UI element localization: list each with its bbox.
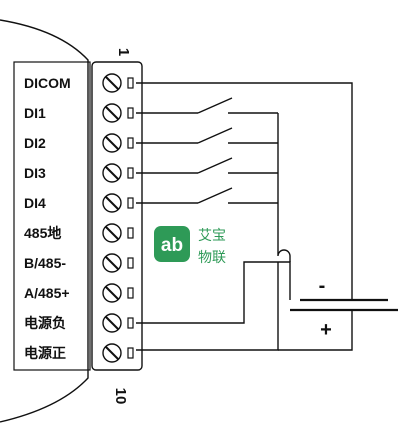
terminal-number-last: 10 [112,388,129,405]
watermark-line1: 艾宝 [198,228,226,244]
terminal-screw-slot-4 [105,166,119,180]
switch-di3 [197,157,233,174]
terminal-screws [102,73,134,363]
terminal-contact-1 [127,77,134,89]
terminal-screw-slot-6 [105,226,119,240]
terminal-label-a-485: A/485+ [24,285,70,301]
terminal-label-di1: DI1 [24,105,46,121]
terminal-contact-10 [127,347,134,359]
wire-battery-positive [278,310,353,351]
watermark: ab 艾宝 物联 [154,226,226,266]
terminal-screw-slot-3 [105,136,119,150]
terminal-label-di3: DI3 [24,165,46,181]
terminal-label-power-negative: 电源负 [24,315,66,331]
terminal-contact-8 [127,287,134,299]
switch-di1 [197,97,233,114]
terminal-label-power-positive: 电源正 [24,345,66,361]
wire-common-bus-lower [136,262,279,351]
terminal-screw-slot-8 [105,286,119,300]
wiring [136,82,398,351]
terminal-label-di2: DI2 [24,135,46,151]
terminal-label-di4: DI4 [24,195,46,211]
terminal-screw-slot-5 [105,196,119,210]
terminal-screw-slot-10 [105,346,119,360]
watermark-logo-badge [154,226,190,262]
terminal-label-dicom: DICOM [24,75,71,91]
terminal-number-first: 1 [115,48,132,56]
wire-common-bus [277,113,291,262]
terminal-screw-slot-7 [105,256,119,270]
switch-di2 [197,127,233,144]
label-panel [13,61,91,371]
battery-positive-label: + [320,319,332,341]
terminal-contact-2 [127,107,134,119]
switch-di4 [197,187,233,204]
terminal-contact-7 [127,257,134,269]
terminal-contact-9 [127,317,134,329]
terminal-contact-4 [127,167,134,179]
terminal-label-485-ground: 485地 [24,225,61,241]
terminal-screw-slot-1 [105,76,119,90]
terminal-labels: DICOM DI1 DI2 DI3 DI4 485地 B/485- A/485+… [24,75,71,361]
terminal-contact-3 [127,137,134,149]
terminal-screw-slot-2 [105,106,119,120]
watermark-line2: 物联 [198,250,226,266]
battery-negative-label: - [319,275,326,297]
terminal-label-b-485: B/485- [24,255,66,271]
terminal-contact-6 [127,227,134,239]
wire-power-negative [136,261,291,324]
device-enclosure-outline [0,19,89,423]
terminal-contact-5 [127,197,134,209]
terminal-screw-slot-9 [105,316,119,330]
watermark-logo-text: ab [161,235,183,256]
